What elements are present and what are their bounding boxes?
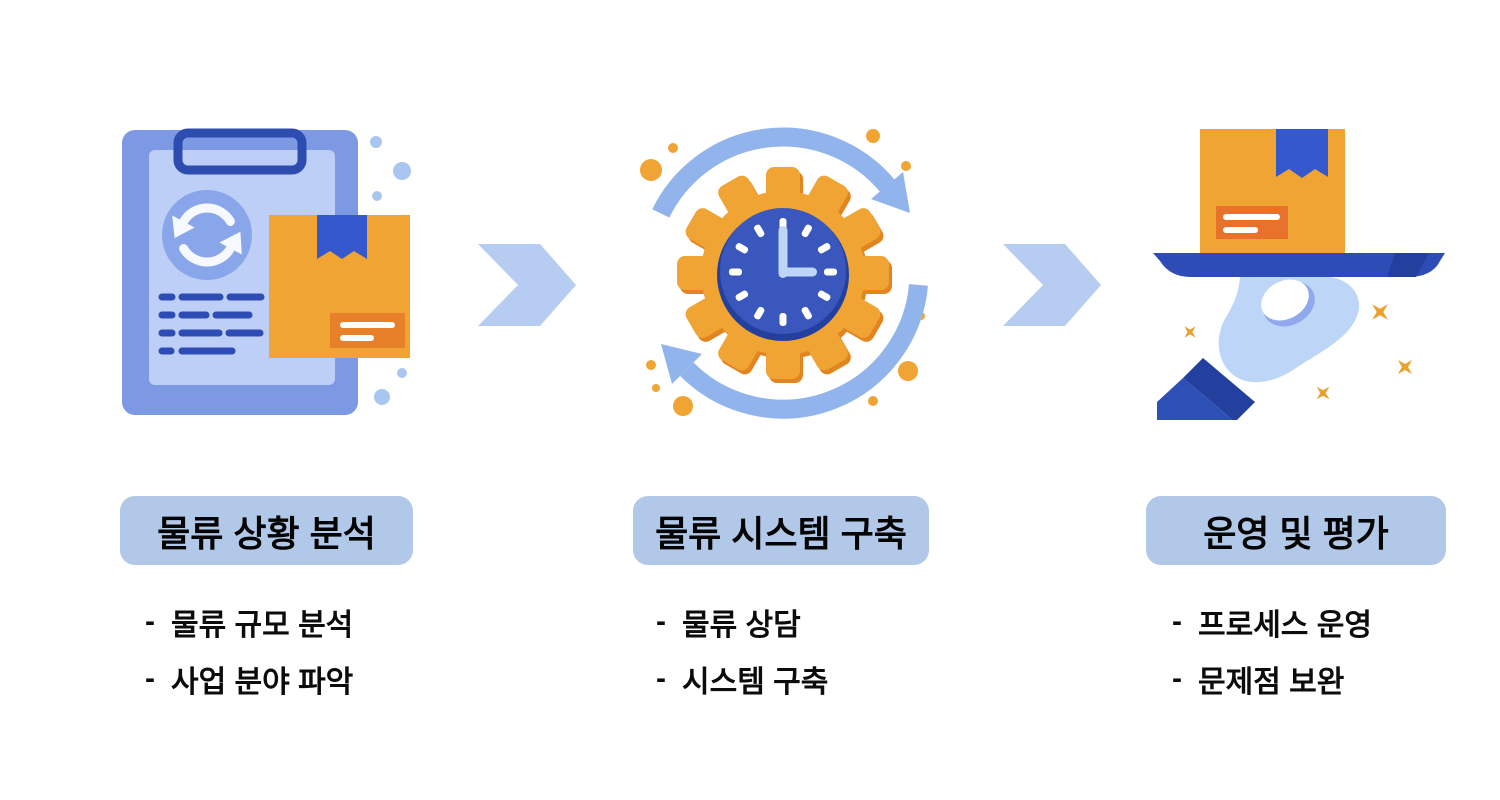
step-2-bullet-2: - 시스템 구축 xyxy=(656,657,828,701)
step-1-bullet-2: - 사업 분야 파악 xyxy=(145,657,353,701)
bullet-text: 사업 분야 파악 xyxy=(171,666,354,699)
step-2-bullet-1: - 물류 상담 xyxy=(656,600,801,644)
bullet-dash: - xyxy=(1172,605,1182,638)
sparkle-stars xyxy=(1184,304,1413,400)
step-3-bullet-1: - 프로세스 운영 xyxy=(1172,600,1372,644)
package-box xyxy=(269,215,410,358)
hand-serving-package-icon xyxy=(1153,129,1445,420)
bullet-text: 시스템 구축 xyxy=(682,666,829,699)
sleeve-cuff xyxy=(1183,358,1255,420)
bullet-text: 프로세스 운영 xyxy=(1198,609,1372,642)
chevron-right-icon xyxy=(478,244,576,326)
clock-hands xyxy=(778,226,817,278)
bullet-text: 물류 규모 분석 xyxy=(171,609,354,642)
bullet-dash: - xyxy=(145,605,155,638)
step-1-title: 물류 상황 분석 xyxy=(157,512,376,554)
step-2-title: 물류 시스템 구축 xyxy=(655,512,907,554)
step-1-title-badge: 물류 상황 분석 xyxy=(120,496,413,565)
sync-icon xyxy=(162,190,252,280)
cycle-arrows xyxy=(652,127,928,419)
bullet-text: 물류 상담 xyxy=(682,609,801,642)
step-2-title-badge: 물류 시스템 구축 xyxy=(633,496,929,565)
step-3-title-badge: 운영 및 평가 xyxy=(1146,496,1446,565)
bullet-text: 문제점 보완 xyxy=(1198,666,1345,699)
step-1-bullet-1: - 물류 규모 분석 xyxy=(145,600,353,644)
gear-clock-cycle-icon xyxy=(640,127,928,419)
hand xyxy=(1157,277,1360,420)
blue-dots xyxy=(370,136,411,405)
orange-dots xyxy=(640,129,925,416)
clipboard-clip xyxy=(173,128,307,175)
clock xyxy=(717,208,849,341)
step-3-title: 운영 및 평가 xyxy=(1203,512,1389,554)
document-lines xyxy=(158,293,265,355)
clipboard-sync-package-icon xyxy=(122,128,411,415)
bullet-dash: - xyxy=(145,662,155,695)
package-box xyxy=(1200,129,1345,253)
sleeve xyxy=(1157,378,1233,420)
bullet-dash: - xyxy=(656,662,666,695)
step-3-bullet-2: - 문제점 보완 xyxy=(1172,657,1344,701)
bullet-dash: - xyxy=(656,605,666,638)
bullet-dash: - xyxy=(1172,662,1182,695)
chevron-right-icon xyxy=(1003,244,1101,326)
tray xyxy=(1153,253,1445,277)
